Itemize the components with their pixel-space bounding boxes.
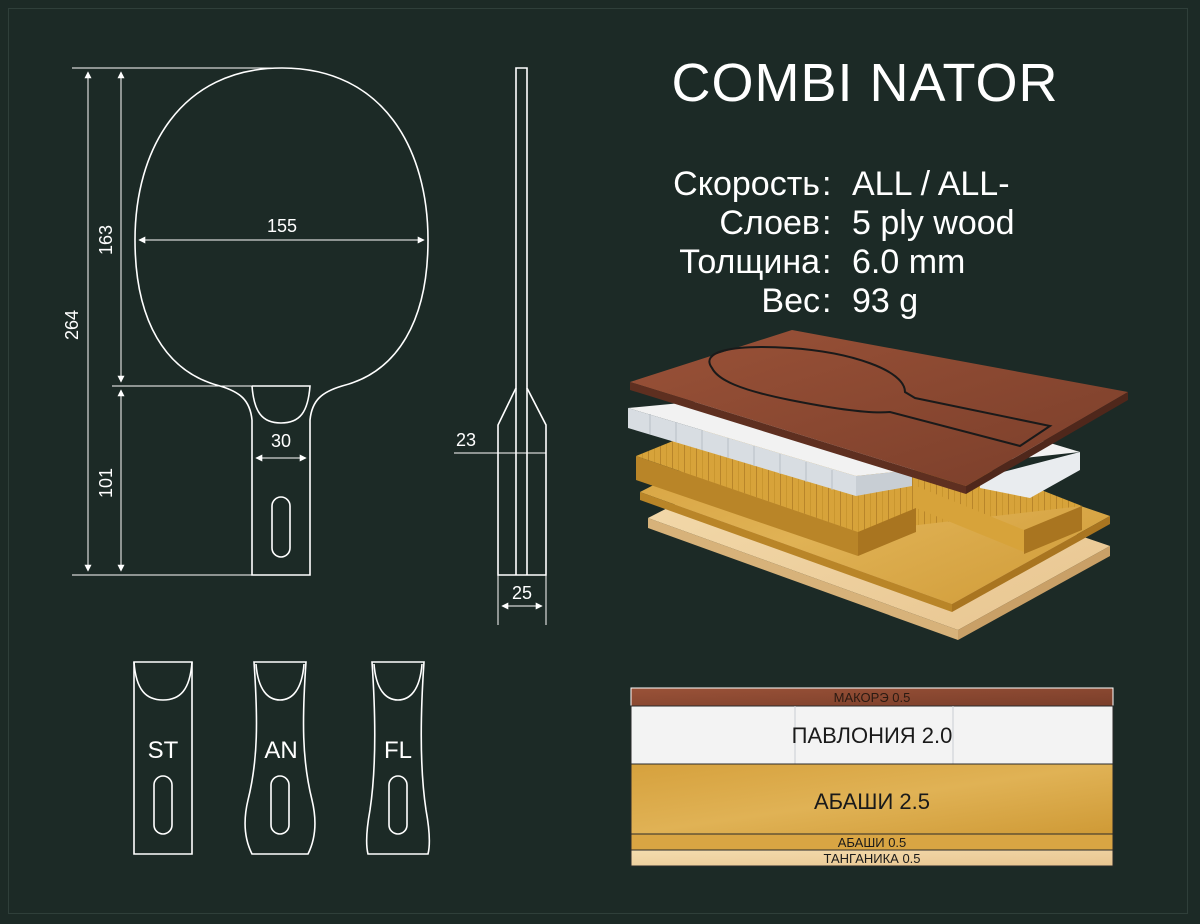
spec-value: 5 ply wood bbox=[852, 204, 1015, 242]
layer-label-abashi-thin: АБАШИ 0.5 bbox=[838, 835, 907, 850]
dim-side-bottom: 25 bbox=[512, 583, 532, 603]
spec-row-speed: Скорость : ALL / ALL- bbox=[560, 165, 1120, 209]
layer-label-tanganika: ТАНГАНИКА 0.5 bbox=[823, 851, 920, 866]
dim-head-width: 155 bbox=[267, 216, 297, 236]
spec-label: Слоев bbox=[719, 204, 820, 242]
handle-top-curve bbox=[251, 385, 311, 424]
blade-outline bbox=[134, 67, 429, 576]
front-dimensions bbox=[72, 67, 425, 576]
spec-row-thickness: Толщина : 6.0 mm bbox=[560, 243, 1120, 287]
dim-side-top: 23 bbox=[456, 430, 476, 450]
side-dimensions bbox=[454, 452, 547, 625]
spec-label: Вес bbox=[761, 282, 820, 320]
blade-shape-on-layer bbox=[708, 345, 1053, 448]
spec-row-plies: Слоев : 5 ply wood bbox=[560, 204, 1120, 248]
blade-front-view bbox=[134, 67, 429, 576]
handle-label-fl: FL bbox=[384, 737, 412, 764]
handle-slot bbox=[271, 496, 291, 558]
spec-row-weight: Вес : 93 g bbox=[560, 282, 1120, 326]
section-abashi-core bbox=[630, 763, 1114, 835]
layer-label-paulownia: ПАВЛОНИЯ 2.0 bbox=[792, 723, 953, 748]
spec-separator: : bbox=[822, 204, 832, 242]
spec-value: 93 g bbox=[852, 282, 919, 320]
dim-handle-length: 101 bbox=[96, 468, 116, 498]
handle-type-an bbox=[244, 661, 316, 855]
dim-head-length: 163 bbox=[96, 225, 116, 255]
exploded-layers bbox=[628, 330, 1128, 640]
section-tanganika bbox=[630, 849, 1114, 867]
handle-label-st: ST bbox=[148, 737, 179, 764]
handle-type-st bbox=[133, 661, 193, 855]
handle-label-an: AN bbox=[264, 737, 297, 764]
layer-makore-3d bbox=[630, 330, 1128, 486]
side-outline bbox=[497, 67, 547, 576]
layer-label-abashi-core: АБАШИ 2.5 bbox=[814, 789, 930, 814]
spec-separator: : bbox=[822, 243, 832, 281]
spec-label: Толщина bbox=[679, 243, 820, 281]
cross-section bbox=[630, 687, 1114, 867]
blade-side-view bbox=[497, 67, 547, 576]
spec-separator: : bbox=[822, 282, 832, 320]
spec-value: ALL / ALL- bbox=[852, 165, 1010, 203]
spec-separator: : bbox=[822, 165, 832, 203]
spec-value: 6.0 mm bbox=[852, 243, 966, 281]
spec-label: Скорость bbox=[673, 165, 820, 203]
handle-type-fl bbox=[365, 661, 431, 855]
dim-handle-width: 30 bbox=[271, 431, 291, 451]
layer-label-makore: МАКОРЭ 0.5 bbox=[834, 690, 911, 705]
product-title: COMBI NATOR bbox=[671, 53, 1059, 113]
dim-total-length: 264 bbox=[62, 310, 82, 340]
section-paulownia bbox=[630, 705, 1114, 765]
